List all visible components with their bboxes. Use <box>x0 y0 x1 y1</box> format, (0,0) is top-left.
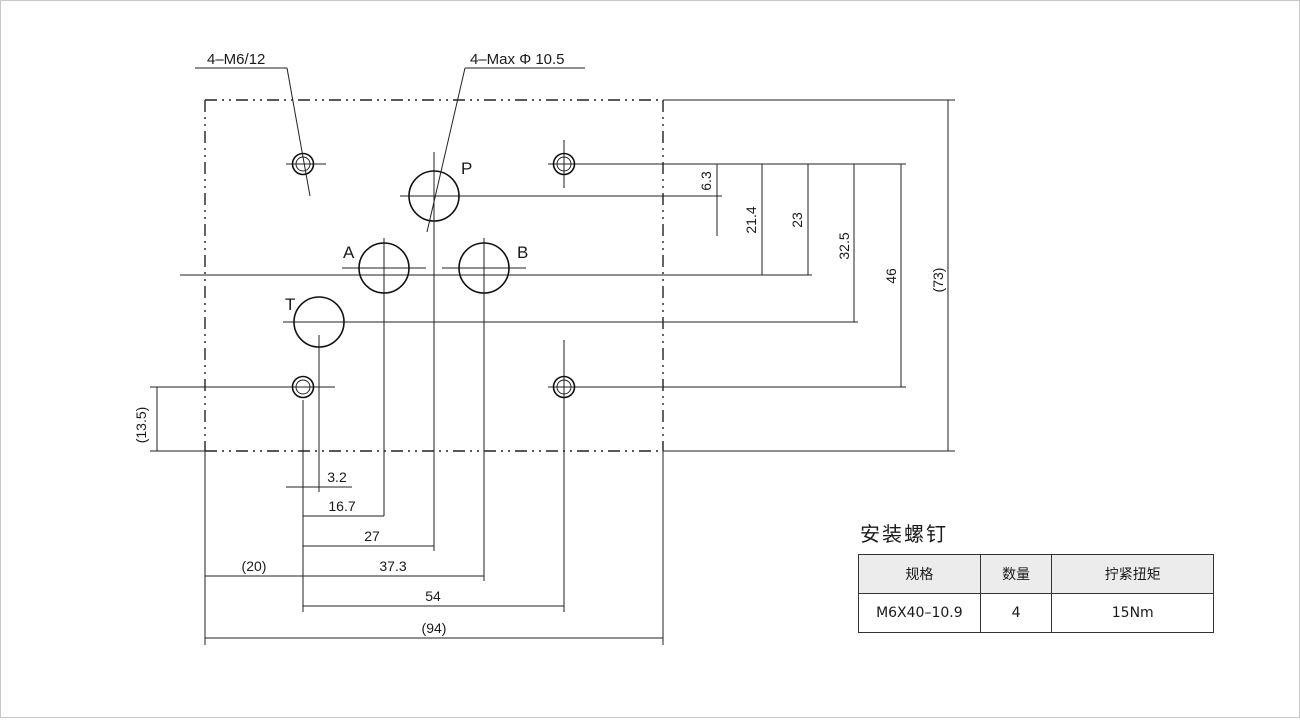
dim-94: (94) <box>422 620 447 636</box>
dim-20: (20) <box>242 558 267 574</box>
port-label-p: P <box>461 159 472 178</box>
cell-torque: 15Nm <box>1051 593 1214 633</box>
table-header-row: 规格 数量 拧紧扭矩 <box>858 554 1214 594</box>
port-label-a: A <box>343 243 355 262</box>
screw-table: 规格 数量 拧紧扭矩 M6X40–10.9 4 15Nm <box>858 554 1214 633</box>
mounting-holes <box>291 152 576 399</box>
dim-16-7: 16.7 <box>328 498 355 514</box>
dim-21-4: 21.4 <box>743 206 759 233</box>
port-label-t: T <box>285 295 295 314</box>
dim-27: 27 <box>364 528 380 544</box>
dim-13-5: (13.5) <box>133 407 149 444</box>
dim-73: (73) <box>930 268 946 293</box>
header-torque: 拧紧扭矩 <box>1051 554 1214 594</box>
callout-max-diameter: 4–Max Φ 10.5 <box>470 51 565 68</box>
header-spec: 规格 <box>858 554 981 594</box>
table-row: M6X40–10.9 4 15Nm <box>858 593 1214 633</box>
vertical-dimension-lines <box>156 100 949 451</box>
mounting-screw-block: 安装螺钉 规格 数量 拧紧扭矩 M6X40–10.9 4 15Nm <box>858 522 1214 633</box>
screw-table-title: 安装螺钉 <box>860 522 948 546</box>
port-holes <box>293 170 510 348</box>
dim-46: 46 <box>883 268 899 284</box>
dim-32-5: 32.5 <box>836 232 852 259</box>
dim-23: 23 <box>789 212 805 228</box>
dim-37-3: 37.3 <box>379 558 406 574</box>
port-label-b: B <box>517 243 528 262</box>
dim-6-3: 6.3 <box>698 171 714 191</box>
extension-lines <box>150 99 955 645</box>
callout-leaders <box>195 67 585 233</box>
cell-spec: M6X40–10.9 <box>858 593 981 633</box>
cell-quantity: 4 <box>979 593 1053 633</box>
header-quantity: 数量 <box>979 554 1053 594</box>
dim-54: 54 <box>425 588 441 604</box>
dim-3-2: 3.2 <box>327 469 347 485</box>
horizontal-dimension-lines <box>205 486 663 639</box>
callout-thread-holes: 4–M6/12 <box>207 51 265 68</box>
